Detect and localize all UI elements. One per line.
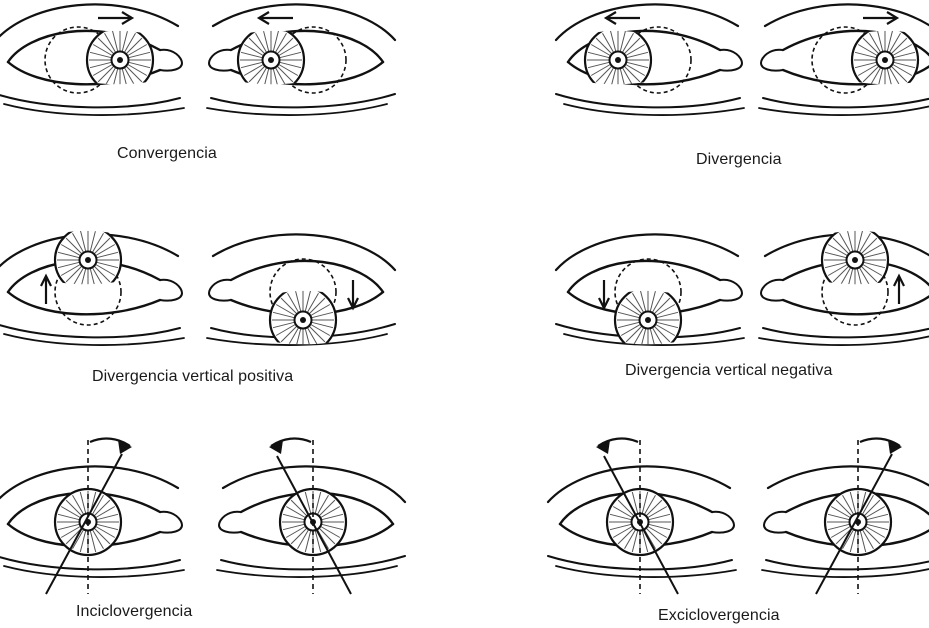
- div-vert-negativa-eye-right: [759, 227, 929, 345]
- divergencia-eye-left: [556, 4, 744, 115]
- exciclovergencia-eye-left: [548, 439, 736, 594]
- exciclovergencia-eye-right: [762, 439, 929, 594]
- divergencia-eye-right: [759, 4, 929, 115]
- caption-divergencia-vertical-negativa: Divergencia vertical negativa: [625, 362, 832, 380]
- caption-inciclovergencia: Inciclovergencia: [76, 603, 192, 621]
- div-vert-positiva-eye-right: [207, 234, 395, 353]
- inciclovergencia-eye-left: [0, 439, 184, 594]
- div-vert-negativa-eye-left: [556, 234, 744, 353]
- caption-exciclovergencia: Exciclovergencia: [658, 607, 780, 625]
- caption-divergencia-vertical-positiva: Divergencia vertical positiva: [92, 368, 293, 386]
- caption-divergencia: Divergencia: [696, 151, 782, 169]
- inciclovergencia-eye-right: [217, 439, 405, 594]
- caption-convergencia: Convergencia: [117, 145, 217, 163]
- convergencia-eye-left: [0, 4, 184, 115]
- div-vert-positiva-eye-left: [0, 227, 184, 345]
- convergencia-eye-right: [207, 4, 395, 115]
